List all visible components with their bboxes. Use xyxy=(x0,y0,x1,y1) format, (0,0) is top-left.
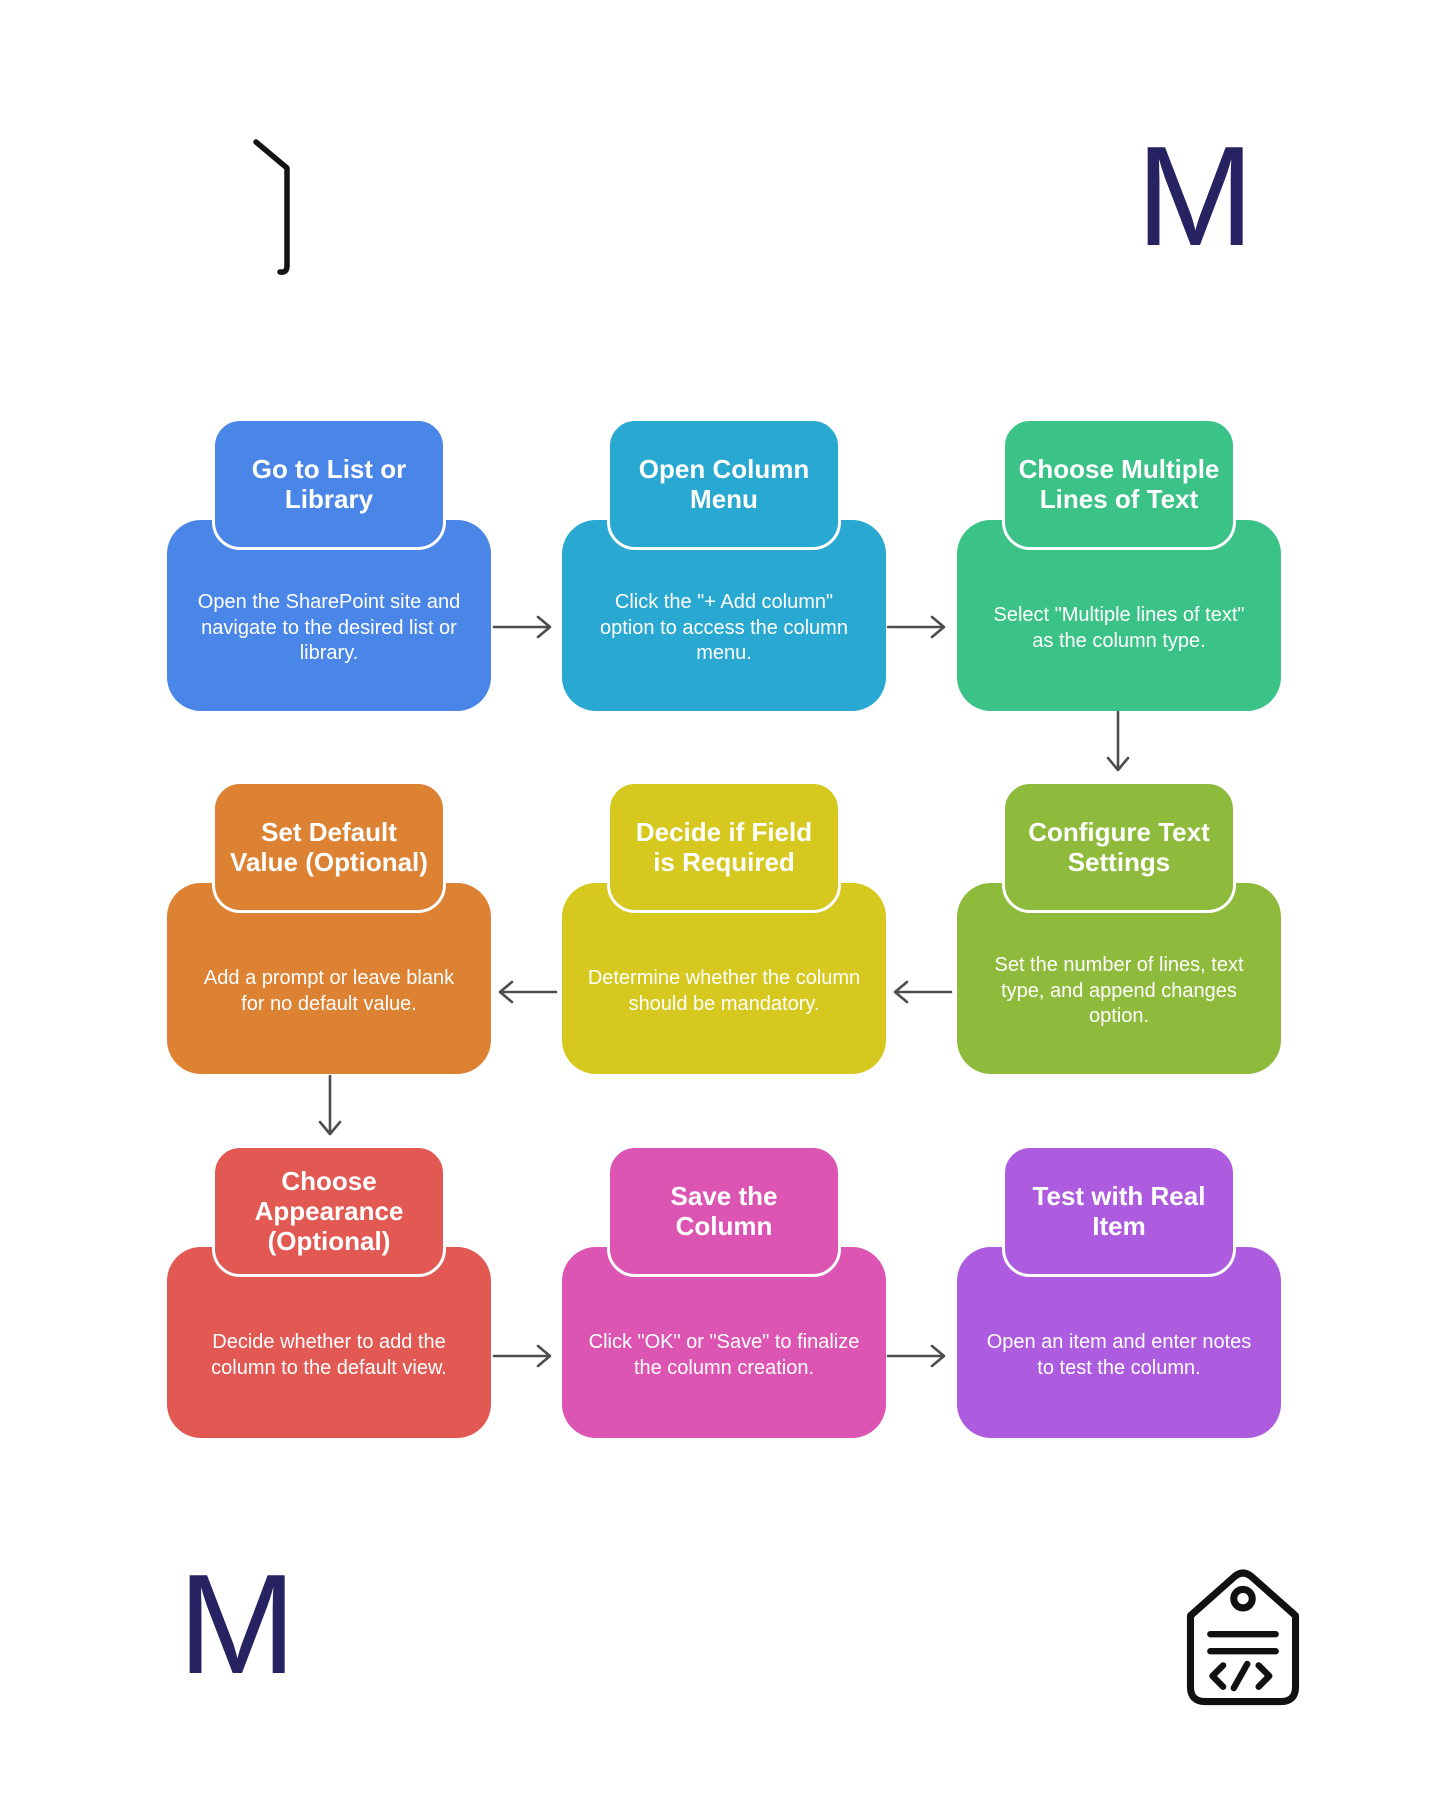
node-description: Click "OK" or "Save" to finalize the col… xyxy=(588,1330,860,1379)
accent-line xyxy=(253,139,290,275)
flow-node-choose-multiple-lines: Select "Multiple lines of text" as the c… xyxy=(957,418,1281,711)
flow-node-configure-text-settings: Set the number of lines, text type, and … xyxy=(957,781,1281,1074)
arrow-2-to-3 xyxy=(886,615,946,639)
flow-node-open-column-menu: Click the "+ Add column" option to acces… xyxy=(562,418,886,711)
node-title: Set Default Value (Optional) xyxy=(212,781,446,913)
arrow-1-to-2 xyxy=(492,615,552,639)
node-body: Add a prompt or leave blank for no defau… xyxy=(167,883,491,1074)
node-body: Select "Multiple lines of text" as the c… xyxy=(957,520,1281,711)
flow-node-test-with-real-item: Open an item and enter notes to test the… xyxy=(957,1145,1281,1438)
arrow-5-to-4 xyxy=(498,980,558,1004)
node-title: Save the Column xyxy=(607,1145,841,1277)
arrow-3-to-6 xyxy=(1106,710,1130,772)
node-body: Click "OK" or "Save" to finalize the col… xyxy=(562,1247,886,1438)
node-title: Choose Appearance (Optional) xyxy=(212,1145,446,1277)
node-title: Choose Multiple Lines of Text xyxy=(1002,418,1236,550)
node-title: Decide if Field is Required xyxy=(607,781,841,913)
monogram-bottom-left: M xyxy=(178,1545,297,1704)
node-body: Determine whether the column should be m… xyxy=(562,883,886,1074)
node-title: Open Column Menu xyxy=(607,418,841,550)
monogram-top-right: M xyxy=(1136,117,1255,276)
node-body: Open the SharePoint site and navigate to… xyxy=(167,520,491,711)
flow-node-choose-appearance: Decide whether to add the column to the … xyxy=(167,1145,491,1438)
node-description: Open the SharePoint site and navigate to… xyxy=(197,591,461,665)
flow-node-go-to-list: Open the SharePoint site and navigate to… xyxy=(167,418,491,711)
node-description: Click the "+ Add column" option to acces… xyxy=(600,591,848,665)
arrow-4-to-7 xyxy=(318,1074,342,1136)
node-body: Decide whether to add the column to the … xyxy=(167,1247,491,1438)
node-body: Click the "+ Add column" option to acces… xyxy=(562,520,886,711)
arrow-8-to-9 xyxy=(886,1344,946,1368)
arrow-7-to-8 xyxy=(492,1344,552,1368)
flow-node-save-the-column: Click "OK" or "Save" to finalize the col… xyxy=(562,1145,886,1438)
flow-node-decide-if-required: Determine whether the column should be m… xyxy=(562,781,886,1074)
flow-node-set-default-value: Add a prompt or leave blank for no defau… xyxy=(167,781,491,1074)
code-tag-icon xyxy=(1186,1569,1300,1706)
node-description: Add a prompt or leave blank for no defau… xyxy=(203,966,455,1015)
node-description: Select "Multiple lines of text" as the c… xyxy=(993,603,1245,652)
node-description: Open an item and enter notes to test the… xyxy=(986,1330,1252,1379)
node-body: Open an item and enter notes to test the… xyxy=(957,1247,1281,1438)
arrow-6-to-5 xyxy=(893,980,953,1004)
node-title: Go to List or Library xyxy=(212,418,446,550)
node-body: Set the number of lines, text type, and … xyxy=(957,883,1281,1074)
node-title: Configure Text Settings xyxy=(1002,781,1236,913)
node-title: Test with Real Item xyxy=(1002,1145,1236,1277)
node-description: Set the number of lines, text type, and … xyxy=(994,954,1244,1028)
node-description: Determine whether the column should be m… xyxy=(587,966,861,1015)
node-description: Decide whether to add the column to the … xyxy=(211,1330,447,1379)
